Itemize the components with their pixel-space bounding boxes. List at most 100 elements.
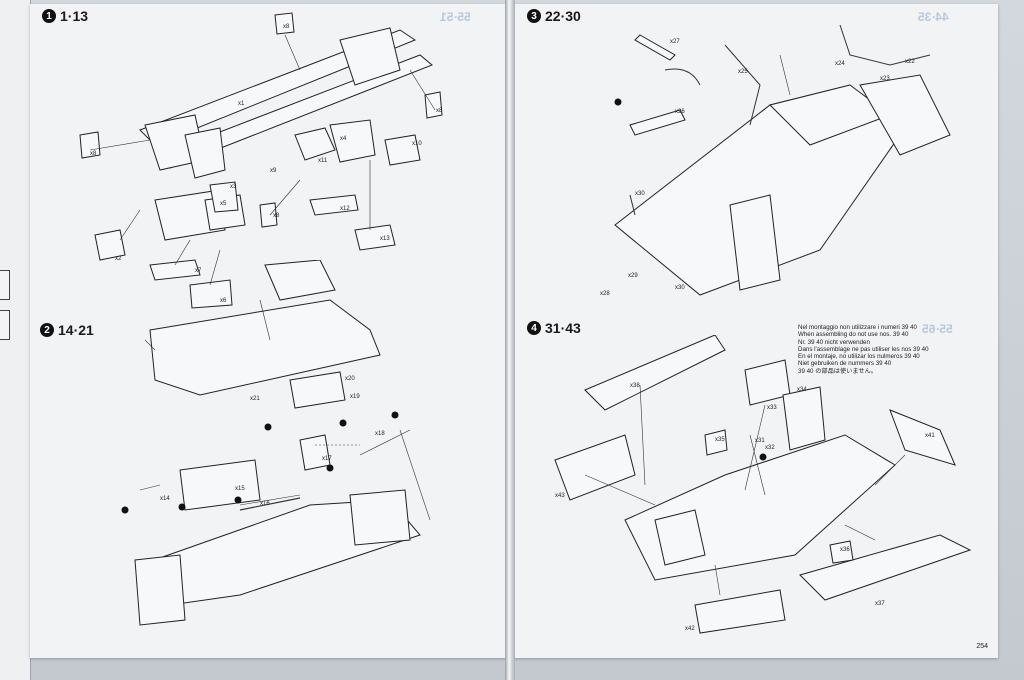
part-label: x3 — [230, 184, 237, 190]
book-spine — [505, 0, 515, 680]
note-line: Nel montaggio non utilizzare i numeri 39… — [798, 324, 918, 331]
note-line: Dans l'assemblage ne pas utiliser les no… — [798, 345, 929, 353]
section-4-title: 4 31·43 — [527, 320, 581, 336]
part-label: x7 — [195, 268, 202, 274]
note-line: Niet gebruiken de nummers 39 40 — [798, 360, 892, 368]
part-label: x32 — [765, 445, 775, 451]
section-3-exploded-drawing: x22 x23 x24 x25 x26 x27 x28 x29 x30 x30 — [600, 25, 951, 297]
marker-b — [264, 423, 272, 431]
small-part — [149, 259, 201, 281]
part-label: x31 — [755, 438, 765, 444]
small-part — [829, 540, 854, 564]
marker-b — [391, 411, 399, 419]
part-label: x8 — [283, 24, 290, 30]
part-label: x42 — [685, 626, 695, 632]
part-callouts: x14 x15 x16 x17 x18 x19 x20 x21 — [160, 376, 385, 507]
part-label: x43 — [555, 493, 565, 499]
multilingual-assembly-note: Nel montaggio non utilizzare i numeri 39… — [798, 324, 973, 375]
arm-part — [309, 194, 359, 216]
mount-part — [384, 134, 421, 166]
part-label: x20 — [345, 376, 355, 382]
part-label: x25 — [738, 69, 748, 75]
floor-pan-raised-section — [264, 260, 336, 301]
mount-part — [424, 91, 443, 119]
note-line: When assembling do not use nos. 39 40 — [798, 331, 909, 339]
section-3-title: 3 22·30 — [527, 8, 581, 24]
section-2-title: 2 14·21 — [40, 322, 94, 338]
part-label: x24 — [835, 61, 845, 67]
part-label: x16 — [260, 501, 270, 507]
part-label: x38 — [630, 383, 640, 389]
rear-panel — [729, 194, 781, 291]
part-label: x5 — [220, 201, 227, 207]
page-tab-mark — [0, 270, 10, 300]
pipe-part — [664, 68, 701, 86]
marker-a — [339, 419, 347, 427]
step-number-badge: 4 — [527, 321, 541, 335]
part-label: x8 — [273, 213, 280, 219]
marker-b — [234, 496, 242, 504]
wire-part — [839, 25, 931, 66]
section-1-title: 1 1·13 — [42, 8, 88, 24]
rear-suspension-part — [134, 554, 186, 626]
part-label: x35 — [715, 437, 725, 443]
fender-left — [584, 335, 726, 411]
part-label: x30 — [635, 191, 645, 197]
part-label: x23 — [880, 76, 890, 82]
dashboard-section — [859, 74, 951, 156]
part-label: x9 — [270, 168, 277, 174]
part-label: x11 — [318, 158, 328, 164]
note-line: 39 40 の部品は使いません。 — [798, 367, 877, 375]
part-label: x33 — [767, 405, 777, 411]
part-label: x4 — [340, 136, 347, 142]
wire-part — [629, 194, 636, 216]
step-range: 14·21 — [58, 322, 94, 338]
bleed-through-heading: 44·35 — [918, 10, 949, 24]
mount-part — [274, 12, 295, 35]
previous-page-edge — [0, 0, 31, 680]
part-label: x26 — [675, 109, 685, 115]
step-number-badge: 3 — [527, 9, 541, 23]
section-4-exploded-drawing: x31 x32 x33 x34 x35 x36 x37 x38 x41 x42 … — [554, 335, 972, 634]
seat — [782, 386, 826, 451]
part-callouts: x1 x2 x3 x4 x5 x6 x7 x8 x8 x8 x8 x9 x10 … — [90, 24, 443, 304]
fender-right — [799, 534, 972, 601]
part-callouts: x22 x23 x24 x25 x26 x27 x28 x29 x30 x30 — [600, 39, 915, 297]
bumper-part — [694, 589, 786, 634]
marker-a — [759, 453, 767, 461]
front-suspension-part — [349, 489, 411, 546]
part-label: x22 — [905, 59, 915, 65]
marker-l — [614, 98, 622, 106]
callout-markers — [121, 411, 399, 514]
part-label: x34 — [797, 387, 807, 393]
part-label: x8 — [90, 151, 97, 157]
marker-b — [326, 464, 334, 472]
marker-a — [178, 503, 186, 511]
step-range: 22·30 — [545, 8, 581, 24]
part-label: x29 — [628, 273, 638, 279]
small-part — [209, 181, 239, 213]
arm-part — [354, 224, 396, 251]
exhaust-pipe — [629, 109, 686, 136]
part-label: x10 — [412, 141, 422, 147]
part-label: x30 — [675, 285, 685, 291]
section-2-exploded-drawing: x14 x15 x16 x17 x18 x19 x20 x21 — [121, 260, 431, 626]
marker-a — [121, 506, 129, 514]
step-number-badge: 2 — [40, 323, 54, 337]
part-label: x17 — [322, 456, 332, 462]
part-label: x27 — [670, 39, 680, 45]
fuel-tank-part — [289, 371, 346, 409]
small-part — [94, 229, 126, 261]
part-label: x2 — [115, 256, 122, 262]
crossmember — [339, 27, 401, 86]
step-number-badge: 1 — [42, 9, 56, 23]
section-1-exploded-drawing: x1 x2 x3 x4 x5 x6 x7 x8 x8 x8 x8 x9 x10 … — [79, 12, 443, 309]
part-label: x1 — [238, 101, 245, 107]
differential-part — [299, 434, 331, 471]
part-label: x6 — [220, 298, 227, 304]
bracket — [294, 127, 336, 161]
step-range: 1·13 — [60, 8, 89, 24]
page-number: 254 — [976, 643, 988, 650]
part-label: x28 — [600, 291, 610, 297]
small-part — [704, 429, 728, 456]
